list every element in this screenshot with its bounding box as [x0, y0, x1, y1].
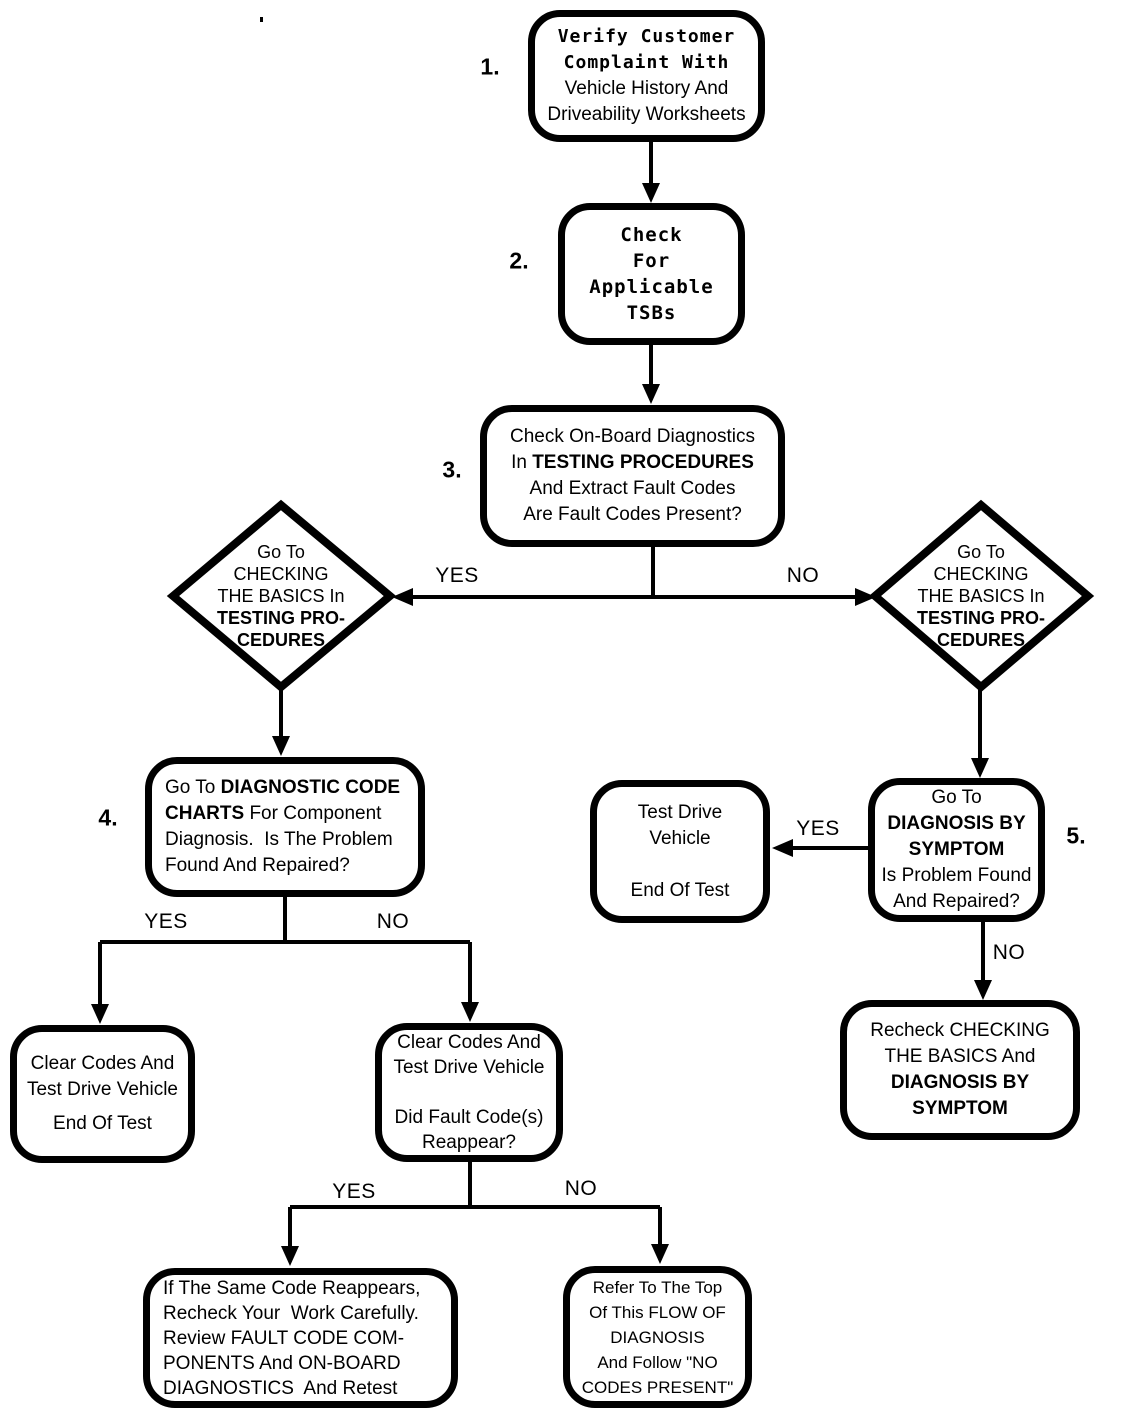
arrowhead-into-left-diamond	[392, 588, 413, 606]
step-number-5: 5.	[1066, 822, 1086, 849]
arrowhead-into-clear-reappear	[461, 1002, 479, 1022]
scan-artifact-dot	[260, 17, 263, 22]
arrowhead-into-clear-end	[91, 1004, 109, 1024]
step-number-4: 4.	[98, 804, 118, 831]
label-yes-code-reappear: YES	[332, 1180, 376, 1203]
label-yes-symptom-repaired: YES	[796, 817, 840, 840]
decision-diamond-yes-codes	[166, 499, 397, 693]
step-number-3: 3.	[442, 456, 462, 483]
label-no-symptom-repaired: NO	[992, 941, 1026, 964]
arrowhead-into-step3	[642, 384, 660, 404]
label-yes-problem-repaired: YES	[144, 910, 188, 933]
connector-reappear-branch	[288, 1162, 662, 1249]
label-yes-codes-present: YES	[435, 564, 479, 587]
arrowhead-into-testdrive	[772, 839, 793, 857]
label-no-codes-present: NO	[786, 564, 820, 587]
node-same-code-recheck: If The Same Code Reappears,Recheck Your …	[143, 1268, 458, 1408]
arrowhead-into-step5	[971, 758, 989, 778]
step-number-2: 2.	[509, 247, 529, 274]
arrowhead-into-step2	[642, 183, 660, 203]
label-no-problem-repaired: NO	[376, 910, 410, 933]
decision-diamond-no-codes	[868, 499, 1095, 693]
connector-step4-branch	[98, 897, 472, 1007]
arrowhead-into-right-diamond	[855, 588, 876, 606]
arrowhead-into-refer	[651, 1244, 669, 1264]
arrowhead-into-recheck	[974, 980, 992, 1000]
step-number-1: 1.	[480, 53, 500, 80]
arrowhead-into-step4	[272, 736, 290, 756]
label-no-code-reappear: NO	[564, 1177, 598, 1200]
arrowhead-into-samecode	[281, 1246, 299, 1266]
